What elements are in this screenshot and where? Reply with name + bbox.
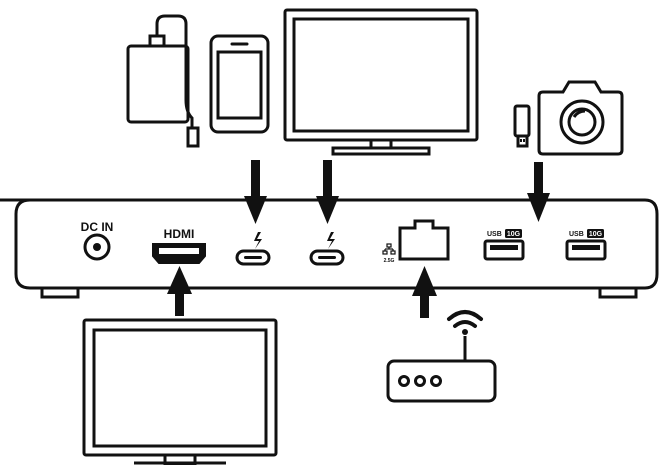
dock-body [0, 198, 659, 299]
svg-text:USB: USB [569, 231, 584, 238]
thunderbolt-icon [254, 232, 262, 249]
usb-label-2: USB 10G [569, 229, 604, 238]
ethernet-port [398, 219, 450, 261]
usb-label-1: USB 10G [487, 229, 522, 238]
ethernet-speed-label: 2.5G [384, 258, 395, 264]
arrow-down-thunderbolt-1 [244, 160, 267, 224]
network-icon [382, 243, 396, 255]
dc-in-label: DC IN [81, 220, 114, 234]
svg-text:10G: 10G [507, 231, 521, 238]
arrow-up-ethernet [412, 266, 437, 318]
smartphone-icon [209, 34, 270, 134]
hdmi-label: HDMI [164, 227, 195, 241]
camera-icon [537, 80, 624, 156]
bottom-monitor-icon [82, 318, 278, 465]
svg-text:10G: 10G [589, 231, 603, 238]
arrow-down-usb [527, 162, 550, 222]
usb-flash-drive-icon [513, 104, 531, 148]
arrow-down-thunderbolt-2 [316, 160, 339, 224]
svg-text:USB: USB [487, 231, 502, 238]
dc-in-port [83, 233, 111, 261]
external-hard-drive-icon [126, 14, 200, 148]
wifi-router-icon [386, 336, 497, 403]
arrow-up-hdmi [167, 266, 192, 316]
top-monitor-icon [283, 8, 479, 156]
thunderbolt-icon [327, 232, 335, 249]
wifi-icon [447, 310, 483, 335]
